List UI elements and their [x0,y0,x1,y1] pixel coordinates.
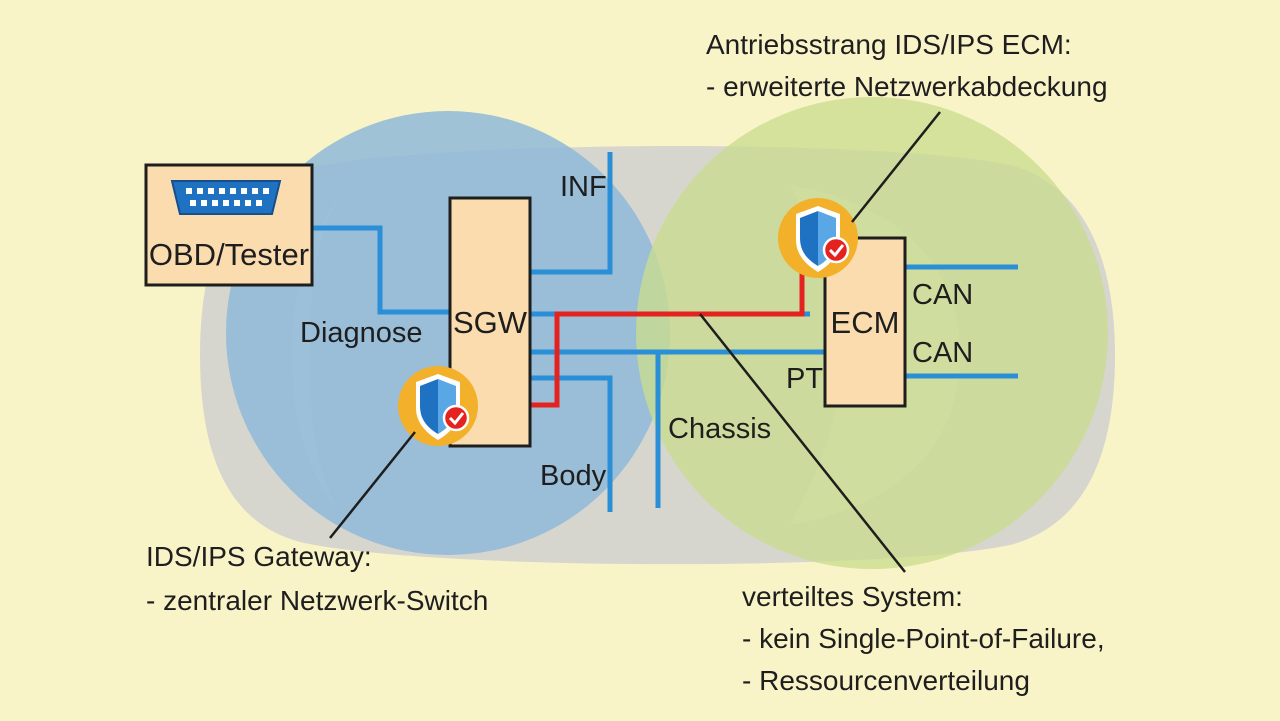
ecm-label: ECM [831,305,900,340]
leader-line-gateway [329,431,416,539]
bus-label-chassis: Chassis [668,413,771,445]
obd-tester-box: OBD/Tester [144,163,314,287]
annotation-distributed-title: verteiltes System: [742,581,963,612]
obd-connector-icon [170,180,282,215]
bus-label-can-1: CAN [912,279,973,311]
obd-tester-label: OBD/Tester [149,237,309,272]
annotation-gateway: IDS/IPS Gateway: - zentraler Netzwerk-Sw… [146,541,488,616]
leader-line-ecm [851,111,941,223]
security-shield-icon [778,198,858,278]
bus-label-diagnose: Diagnose [300,317,423,349]
security-shield-icon [398,366,478,446]
annotation-ecm-line: - erweiterte Netzwerkabdeckung [706,71,1108,102]
zone-gateway [226,111,670,555]
bus-label-can-2: CAN [912,337,973,369]
leader-line-distributed [699,313,906,573]
bus-label-pt: PT [786,363,823,395]
annotation-distributed-line-2: - Ressourcenverteilung [742,665,1030,696]
leader-lines [329,111,941,573]
bus-label-body: Body [540,460,607,492]
annotation-ecm: Antriebsstrang IDS/IPS ECM: - erweiterte… [706,29,1108,102]
bus-label-inf: INF [560,171,607,203]
bus-line-inf [530,152,613,275]
annotation-gateway-title: IDS/IPS Gateway: [146,541,372,572]
annotation-gateway-line: - zentraler Netzwerk-Switch [146,585,488,616]
annotation-ecm-title: Antriebsstrang IDS/IPS ECM: [706,29,1072,60]
annotation-distributed: verteiltes System: - kein Single-Point-o… [742,581,1105,696]
bus-line-obd [313,225,450,315]
annotation-distributed-line-1: - kein Single-Point-of-Failure, [742,623,1105,654]
sgw-label: SGW [453,305,528,340]
